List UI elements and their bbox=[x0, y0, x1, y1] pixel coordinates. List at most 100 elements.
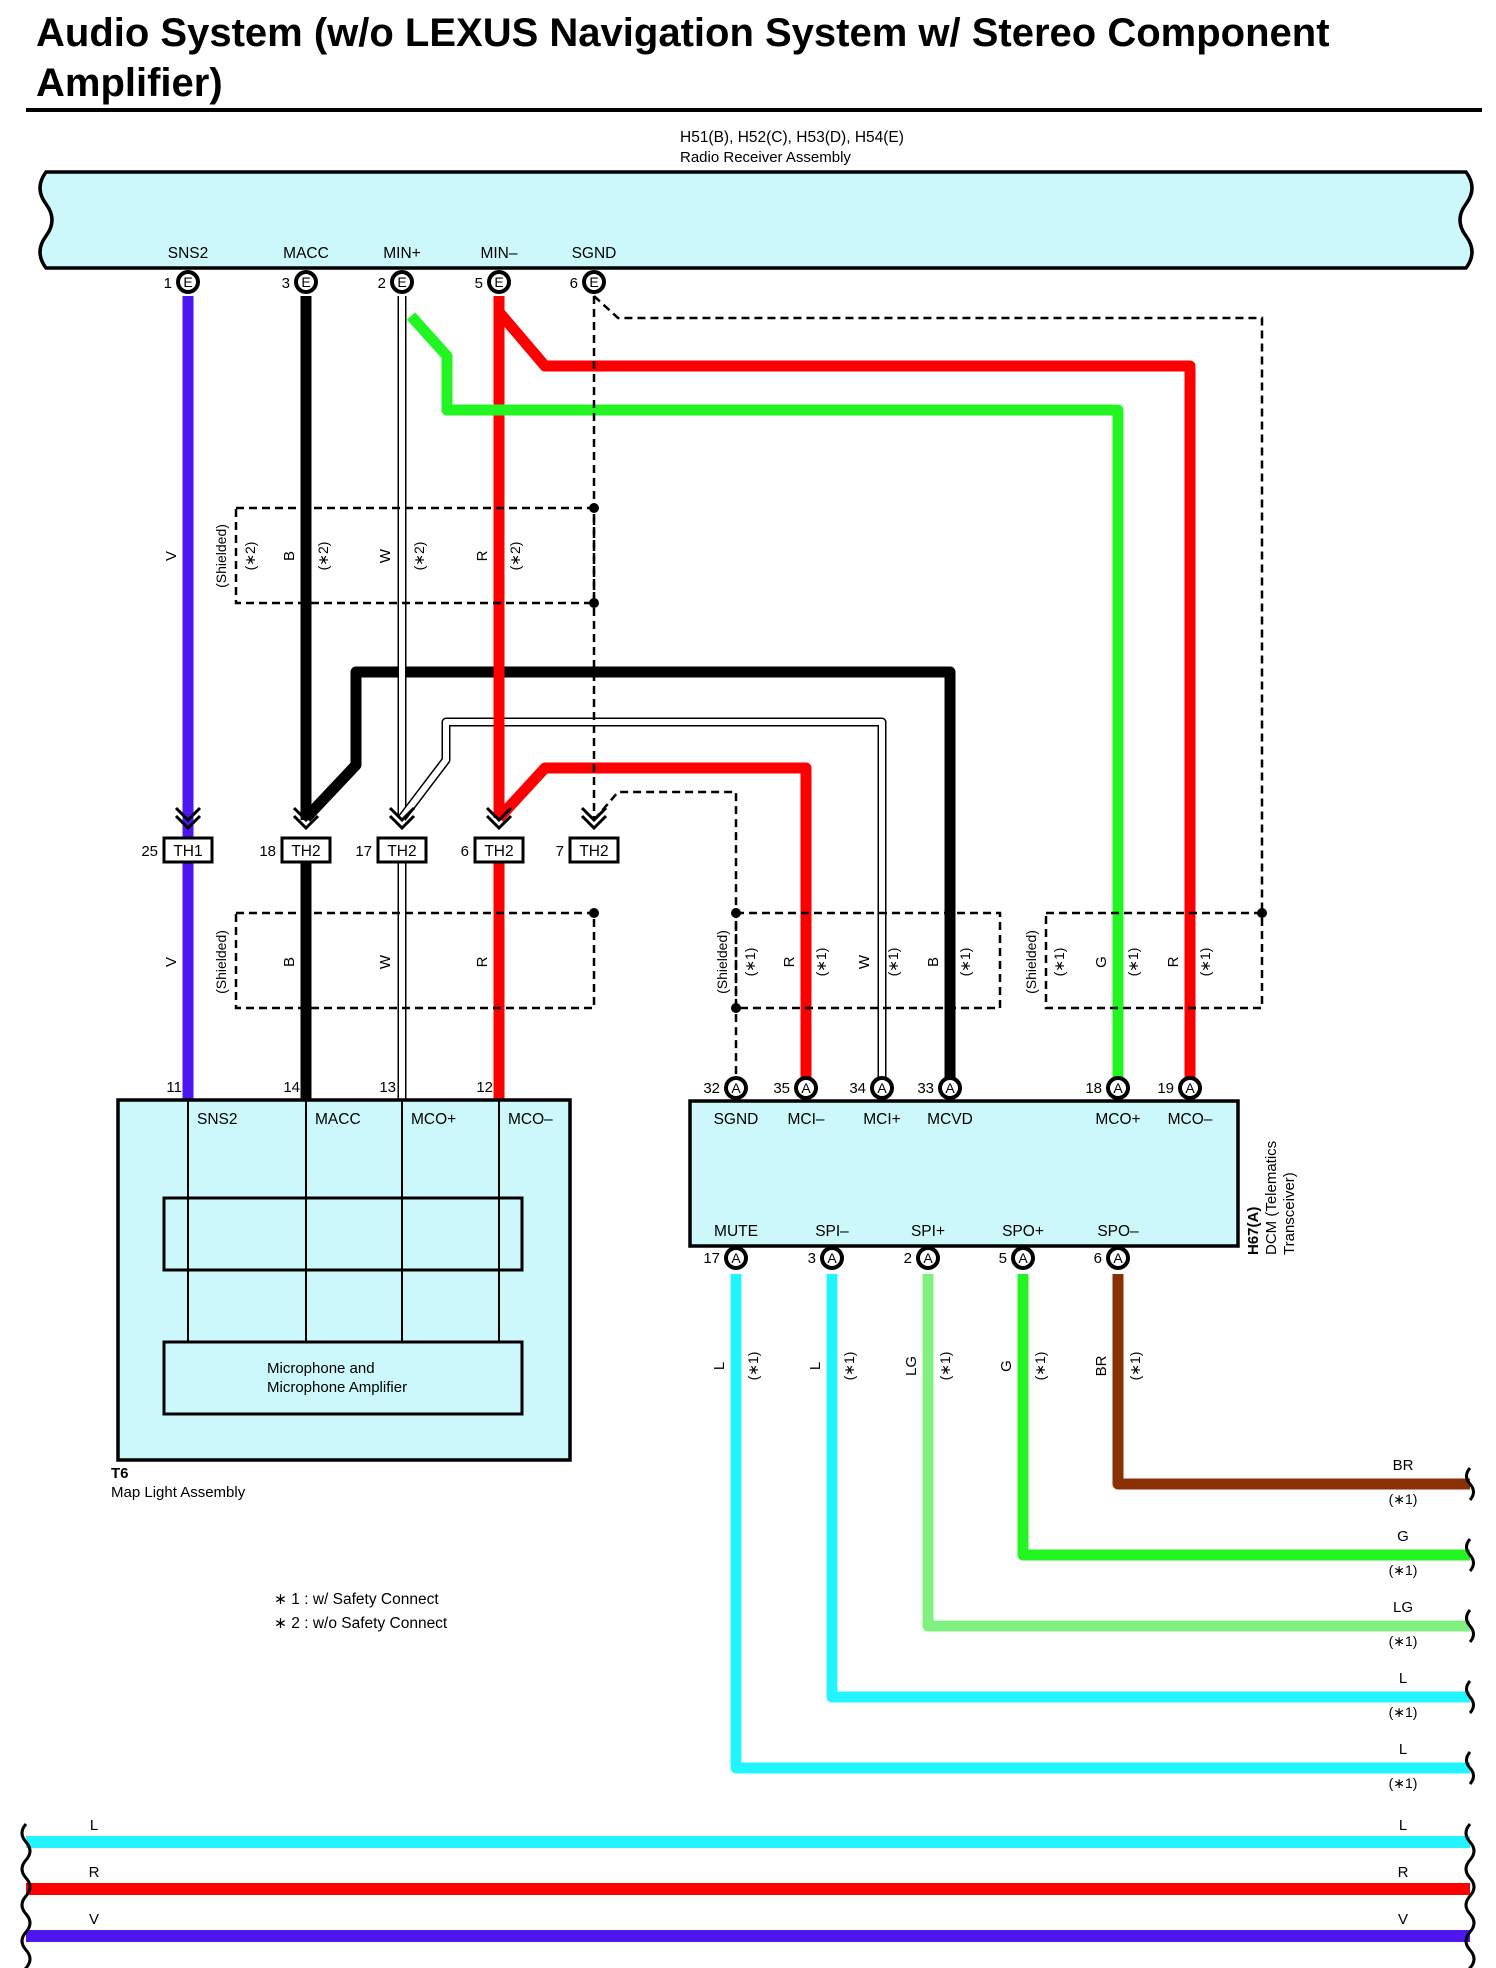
dcm-bottom-pin-circle-letter: A bbox=[731, 1250, 741, 1266]
junction-box bbox=[162, 836, 214, 864]
map-terminal-pin-12: 12 bbox=[476, 1079, 493, 1096]
mic-label-2: Microphone Amplifier bbox=[267, 1379, 407, 1396]
map-terminal-mco-plus: MCO+ bbox=[411, 1111, 456, 1128]
map-terminal-pin-14: 14 bbox=[283, 1079, 300, 1096]
radio-pin-circle-letter: E bbox=[301, 274, 310, 290]
dcm-top-label: MCO+ bbox=[1095, 1111, 1140, 1128]
junction-box bbox=[473, 836, 525, 864]
upper-shield-note: (∗2) bbox=[242, 542, 258, 571]
dcm-top-pin-circle-letter: A bbox=[1113, 1080, 1123, 1096]
lower-shield-left: (Shielded) V B W R bbox=[163, 908, 599, 1010]
junction-th1-25: TH1 25 bbox=[141, 806, 214, 864]
break-marks bbox=[20, 1467, 1476, 1968]
dcm-bottom-pin: 2 bbox=[904, 1250, 912, 1267]
right-wire-note: (∗1) bbox=[1389, 1491, 1418, 1507]
map-light-switch-block bbox=[162, 1196, 524, 1272]
dcm-bottom-pin-circle: A bbox=[916, 1246, 940, 1270]
right-wire-color-code: BR bbox=[1393, 1457, 1414, 1474]
bus-label-right: L bbox=[1399, 1817, 1407, 1834]
radio-terminal-label: MACC bbox=[283, 245, 329, 262]
map-terminal-pin-13: 13 bbox=[379, 1079, 396, 1096]
dcm-id: H67(A) bbox=[1245, 1207, 1262, 1255]
radio-pin-circle: E bbox=[176, 270, 200, 294]
dcm-bottom-note: (∗1) bbox=[841, 1352, 857, 1381]
dcm-top-label: MCO– bbox=[1168, 1111, 1213, 1128]
dcm-bottom-label: MUTE bbox=[714, 1223, 758, 1240]
dcm-bottom-note: (∗1) bbox=[1032, 1352, 1048, 1381]
map-light-id: T6 bbox=[111, 1465, 129, 1482]
lower-mid-shield-label: (Shielded) bbox=[714, 930, 730, 994]
junction-pin: 25 bbox=[141, 843, 158, 860]
radio-pin-circle-letter: E bbox=[397, 274, 406, 290]
dcm-top-pin: 32 bbox=[703, 1080, 720, 1097]
lower-mid-note-w: (∗1) bbox=[885, 948, 901, 977]
dcm-bottom-note: (∗1) bbox=[1127, 1352, 1143, 1381]
dcm-bottom-color-code: LG bbox=[903, 1356, 920, 1376]
junction-name: TH2 bbox=[484, 843, 513, 860]
lower-left-shield-label: (Shielded) bbox=[213, 930, 229, 994]
dcm-bottom-pin-circle-letter: A bbox=[1113, 1250, 1123, 1266]
dcm-top-label: MCI+ bbox=[863, 1111, 900, 1128]
wire-mci-minus bbox=[494, 762, 812, 1082]
dcm-bottom-pin-circle-letter: A bbox=[827, 1250, 837, 1266]
map-light-name: Map Light Assembly bbox=[111, 1484, 246, 1501]
wires bbox=[26, 295, 1470, 1942]
map-light-assembly: Microphone and Microphone Amplifier 11 1… bbox=[111, 1079, 572, 1501]
lower-shield-right-box bbox=[1044, 911, 1264, 1010]
junction-chevron bbox=[485, 806, 513, 823]
wire-spo-plus bbox=[1017, 1274, 1470, 1561]
lower-left-code-r: R bbox=[474, 956, 491, 967]
bus-label-right: R bbox=[1398, 1864, 1409, 1881]
junction-chevron bbox=[174, 806, 202, 823]
junction-name: TH1 bbox=[173, 843, 202, 860]
dcm-bottom-pin-circle: A bbox=[820, 1246, 844, 1270]
dcm-top-pin-circle: A bbox=[1106, 1076, 1130, 1100]
radio-pin-circle: E bbox=[294, 270, 318, 294]
dcm-bottom-color-code: L bbox=[711, 1362, 728, 1370]
dcm-bottom-color-code: BR bbox=[1093, 1355, 1110, 1376]
footnote-1: ∗ 1 : w/ Safety Connect bbox=[274, 1591, 439, 1608]
lower-left-code-w: W bbox=[377, 954, 394, 969]
dcm-top-pin-circle: A bbox=[1178, 1076, 1202, 1100]
radio-terminal-pin: 5 bbox=[475, 275, 483, 292]
radio-terminal-pin: 2 bbox=[378, 275, 386, 292]
footnote-2: ∗ 2 : w/o Safety Connect bbox=[274, 1615, 448, 1632]
junction-chevron bbox=[580, 814, 608, 831]
dcm-bottom-pin-circle: A bbox=[1011, 1246, 1035, 1270]
radio-terminal-pin: 1 bbox=[164, 275, 172, 292]
dcm-top-pin-circle-letter: A bbox=[877, 1080, 887, 1096]
wire-spi-plus bbox=[922, 1274, 1470, 1632]
dcm-top-pin: 34 bbox=[849, 1080, 866, 1097]
lower-right-code-g: G bbox=[1093, 956, 1110, 968]
lower-mid-note-b: (∗1) bbox=[957, 948, 973, 977]
radio-pin-circle: E bbox=[487, 270, 511, 294]
radio-terminal-label: SNS2 bbox=[168, 245, 209, 262]
dcm-top-label: MCI– bbox=[787, 1111, 824, 1128]
upper-shield-label: (Shielded) bbox=[213, 524, 229, 588]
dcm-bottom-label: SPI+ bbox=[911, 1223, 945, 1240]
junction-chevron bbox=[485, 814, 513, 831]
lower-right-note-r: (∗1) bbox=[1197, 948, 1213, 977]
dcm-bottom-pin-circle-letter: A bbox=[923, 1250, 933, 1266]
wire-spi-minus bbox=[826, 1274, 1470, 1703]
lower-shield-left-box bbox=[234, 911, 596, 1010]
radio-receiver-body bbox=[38, 170, 1474, 270]
junction-pin: 7 bbox=[556, 843, 564, 860]
dcm-top-pin: 19 bbox=[1157, 1080, 1174, 1097]
dcm-top-pin: 33 bbox=[917, 1080, 934, 1097]
dcm-body bbox=[688, 1099, 1240, 1248]
radio-terminal-label: SGND bbox=[572, 245, 617, 262]
dcm-bottom-label: SPI– bbox=[815, 1223, 849, 1240]
junction-name: TH2 bbox=[579, 843, 608, 860]
map-terminal-macc: MACC bbox=[315, 1111, 361, 1128]
dcm-top-pin: 18 bbox=[1085, 1080, 1102, 1097]
wire-min-plus bbox=[397, 296, 887, 1100]
radio-name: Radio Receiver Assembly bbox=[680, 149, 851, 166]
right-wire-note: (∗1) bbox=[1389, 1562, 1418, 1578]
dcm-bottom-label: SPO+ bbox=[1002, 1223, 1044, 1240]
right-wire-note: (∗1) bbox=[1389, 1775, 1418, 1791]
